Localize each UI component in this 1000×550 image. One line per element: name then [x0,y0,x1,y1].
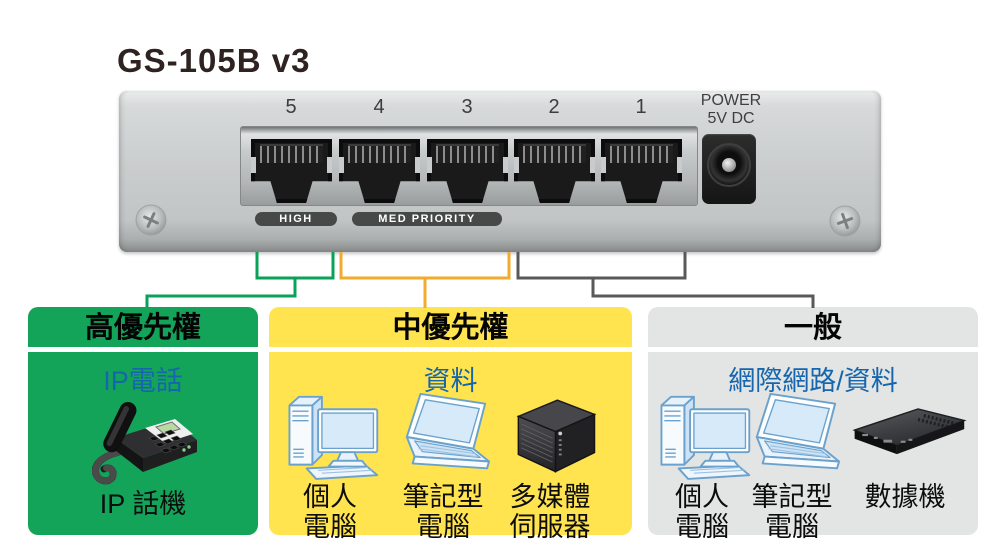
traffic-label-high: IP電話 [103,366,183,396]
group-box-high-priority: 高優先權 IP電話 [28,307,258,535]
laptop-icon [755,392,841,470]
rj45-pins [522,144,587,163]
rj45-pins [435,144,500,163]
ip-phone-image [92,401,197,485]
caption-ip-phone: IP 話機 [99,489,187,519]
group-header-medium: 中優先權 [392,312,509,344]
screw-right-icon [829,205,861,237]
caption-modem: 數據機 [864,482,946,512]
phone-keypad [148,429,188,454]
caption-pc-medium: 個人 電腦 [303,482,357,542]
rj45-latch [514,156,519,173]
group-header-normal: 一般 [783,312,842,344]
desktop-pc-icon [660,395,751,480]
caption-laptop-medium: 筆記型 電腦 [402,482,484,542]
caption-pc-normal: 個人 電腦 [675,482,729,542]
rj45-pins [609,144,674,163]
port-number-1: 1 [635,96,647,118]
traffic-label-medium: 資料 [423,366,478,396]
rj45-latch [339,156,344,173]
high-connector-line [145,277,297,308]
rj45-latch [251,156,256,173]
rj45-latch [677,156,682,173]
rj45-latch [503,156,508,173]
med-priority-badge: MED PRIORITY [352,212,502,226]
rj45-latch [327,156,332,173]
desktop-pc-icon [288,395,379,480]
port-number-2: 2 [548,96,560,118]
power-label-line2: 5V DC [707,110,755,127]
traffic-label-normal: 網際網路/資料 [728,366,898,396]
rj45-pins [259,144,324,163]
group-header-high: 高優先權 [84,312,201,344]
screw-left-icon [135,204,167,236]
normal-ports-bracket [516,252,687,280]
dc-jack-pin [722,158,736,172]
rj45-pins [347,144,412,163]
phone-handset [103,401,137,453]
high-ports-bracket [255,252,335,280]
rj45-port-2-icon [514,139,595,203]
nas-server-icon [516,399,597,473]
rj45-latch [601,156,606,173]
product-title: GS-105B v3 [117,42,311,79]
caption-laptop-normal: 筆記型 電腦 [751,482,833,542]
high-priority-badge: HIGH [255,212,337,226]
normal-connector-line [591,277,815,308]
port-number-4: 4 [373,96,385,118]
power-label-line1: POWER [700,92,762,109]
dc-power-jack-icon [702,134,756,204]
rj45-latch [427,156,432,173]
caption-nas: 多媒體 伺服器 [509,482,591,542]
rj45-latch [590,156,595,173]
port-number-5: 5 [285,96,297,118]
modem-icon [852,408,967,455]
header-divider-stripe [0,347,1000,352]
power-label: POWER 5V DC [697,92,765,128]
laptop-icon [405,392,491,470]
rj45-latch [415,156,420,173]
med-ports-bracket [339,252,511,280]
port-number-3: 3 [461,96,473,118]
